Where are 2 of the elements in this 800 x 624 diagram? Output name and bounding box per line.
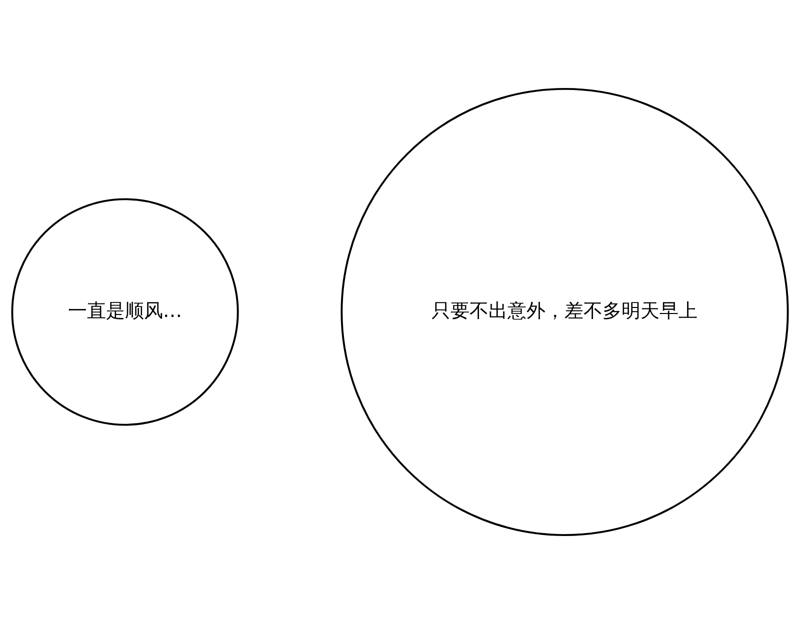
node-circle: 一直是顺风… bbox=[11, 198, 239, 426]
node-circle: 只要不出意外，差不多明天早上 bbox=[340, 88, 789, 536]
